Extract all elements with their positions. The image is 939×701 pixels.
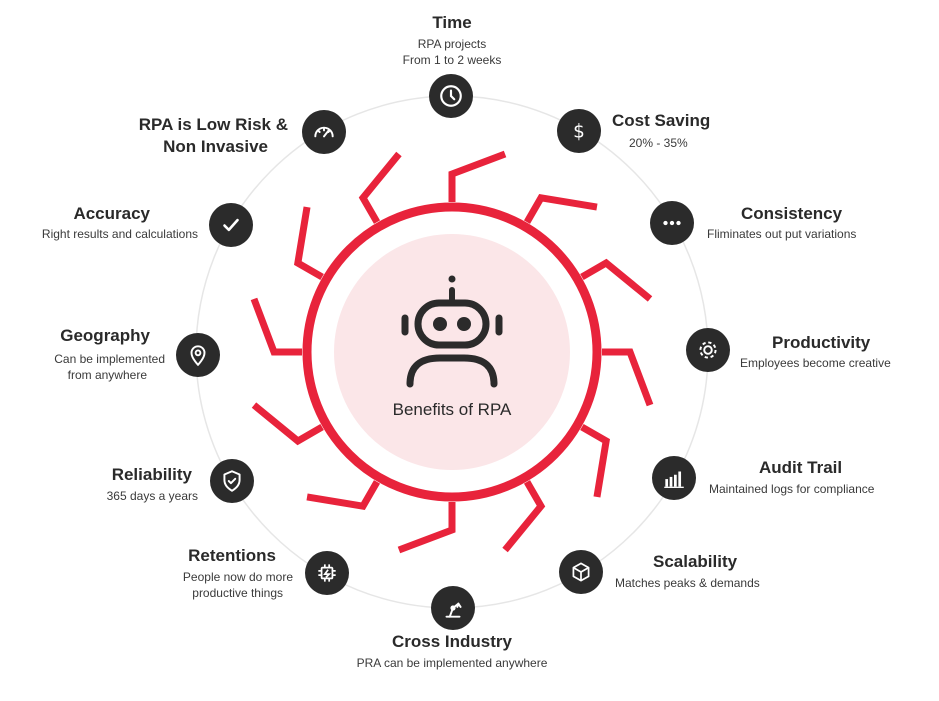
time-desc-line1: RPA projects	[417, 37, 487, 51]
geography-title: Geography	[60, 326, 150, 345]
sun-ray	[580, 423, 610, 498]
productivity-title: Productivity	[772, 333, 871, 352]
sun-ray	[523, 194, 598, 224]
scalability-desc: Matches peaks & demands	[615, 576, 760, 590]
cost-saving-desc: 20% - 35%	[629, 136, 688, 150]
retentions-desc-line2: productive things	[192, 586, 283, 600]
sun-ray	[580, 258, 653, 302]
accuracy-title: Accuracy	[73, 204, 150, 223]
productivity-desc: Employees become creative	[740, 356, 891, 370]
geography-desc-line1: Can be implemented	[54, 352, 165, 366]
reliability-title: Reliability	[111, 465, 192, 484]
accuracy-desc: Right results and calculations	[41, 227, 198, 241]
cross-industry-title: Cross Industry	[392, 632, 512, 651]
time-title: Time	[432, 13, 472, 32]
robot-icon	[401, 275, 503, 388]
retentions-desc-line1: People now do more	[182, 570, 293, 584]
location-pin-icon	[176, 333, 220, 377]
red-ring	[302, 202, 602, 502]
scalability-title: Scalability	[653, 552, 738, 571]
sun-ray	[250, 297, 302, 356]
sun-ray	[602, 348, 654, 407]
sun-ray	[294, 206, 324, 281]
sun-ray	[306, 480, 381, 510]
time-desc-line2: From 1 to 2 weeks	[402, 53, 502, 67]
chip-icon	[305, 551, 349, 595]
reliability-desc: 365 days a years	[106, 489, 198, 503]
robot-arm-icon	[431, 586, 475, 630]
sun-ray	[448, 150, 507, 202]
consistency-desc: Fliminates out put variations	[707, 227, 857, 241]
sun-ray	[397, 502, 456, 554]
svg-text:$: $	[573, 122, 585, 143]
geography-desc-line2: from anywhere	[67, 368, 147, 382]
speedometer-icon	[302, 110, 346, 154]
shield-check-icon	[210, 459, 254, 503]
retentions-title: Retentions	[188, 546, 276, 565]
cube-icon	[559, 550, 603, 594]
sun-ray	[358, 151, 402, 224]
sun-ray	[251, 402, 324, 446]
sun-rays	[250, 150, 654, 554]
consistency-title: Consistency	[741, 204, 843, 223]
bar-chart-icon	[652, 456, 696, 500]
center-label: Benefits of RPA	[392, 400, 512, 419]
clock-icon	[429, 74, 473, 118]
low-risk-title-line2: Non Invasive	[163, 137, 268, 156]
audit-trail-title: Audit Trail	[759, 458, 843, 477]
audit-trail-desc: Maintained logs for compliance	[709, 482, 875, 496]
cost-saving-title: Cost Saving	[612, 111, 711, 130]
checkmark-icon	[209, 203, 253, 247]
low-risk-title-line1: RPA is Low Risk &	[138, 115, 288, 134]
dollar-icon: $	[557, 109, 601, 153]
sun-ray	[502, 480, 546, 553]
gear-icon	[686, 328, 730, 372]
center-circle	[334, 234, 570, 470]
ellipsis-icon	[650, 201, 694, 245]
cross-industry-desc: PRA can be implemented anywhere	[356, 656, 548, 670]
